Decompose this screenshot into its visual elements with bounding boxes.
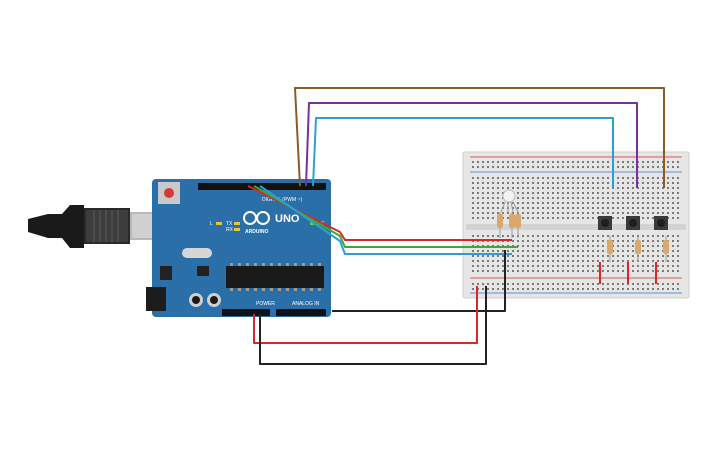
led-resistors — [497, 212, 521, 238]
power-header-label: POWER — [256, 301, 275, 307]
reset-button[interactable] — [164, 188, 174, 198]
usb-cable — [28, 205, 156, 248]
brand-label: ARDUINO — [245, 229, 268, 235]
rail-jumpers — [599, 262, 657, 284]
power-jack — [146, 287, 166, 311]
resistor — [663, 240, 669, 254]
resistor — [509, 214, 515, 228]
tx-led — [234, 222, 240, 225]
wire-black-gnd — [259, 286, 487, 365]
analog-header-label: ANALOG IN — [292, 301, 320, 307]
resistor — [515, 214, 521, 228]
analog-header — [276, 309, 326, 316]
arduino-uno-board: UNO ARDUINO DIGITAL (PWM ~) POWER ANALOG… — [146, 179, 331, 317]
tx-label: TX — [226, 221, 233, 227]
power-header — [222, 309, 270, 316]
pushbuttons — [598, 216, 668, 230]
l-led — [216, 222, 222, 225]
wire-brown — [294, 87, 665, 188]
wire-purple — [305, 102, 638, 188]
atmega-chip — [226, 266, 324, 288]
l-label: L — [210, 221, 213, 227]
resistor — [635, 240, 641, 254]
crystal — [182, 248, 212, 258]
rx-label: RX — [226, 227, 234, 233]
regulator — [160, 266, 172, 280]
wire-black-short — [332, 250, 506, 312]
resistor — [497, 214, 503, 228]
wires — [247, 87, 665, 365]
arduino-logo — [243, 211, 270, 225]
button-resistors — [607, 236, 669, 262]
wire-cyan-top — [312, 117, 614, 188]
rx-led — [234, 228, 240, 231]
model-label: UNO — [275, 213, 300, 225]
rgb-led — [500, 189, 519, 213]
wire-red-power — [253, 286, 478, 344]
wire-blue-led — [259, 185, 512, 255]
digital-header-label: DIGITAL (PWM ~) — [262, 197, 302, 203]
resistor — [607, 240, 613, 254]
